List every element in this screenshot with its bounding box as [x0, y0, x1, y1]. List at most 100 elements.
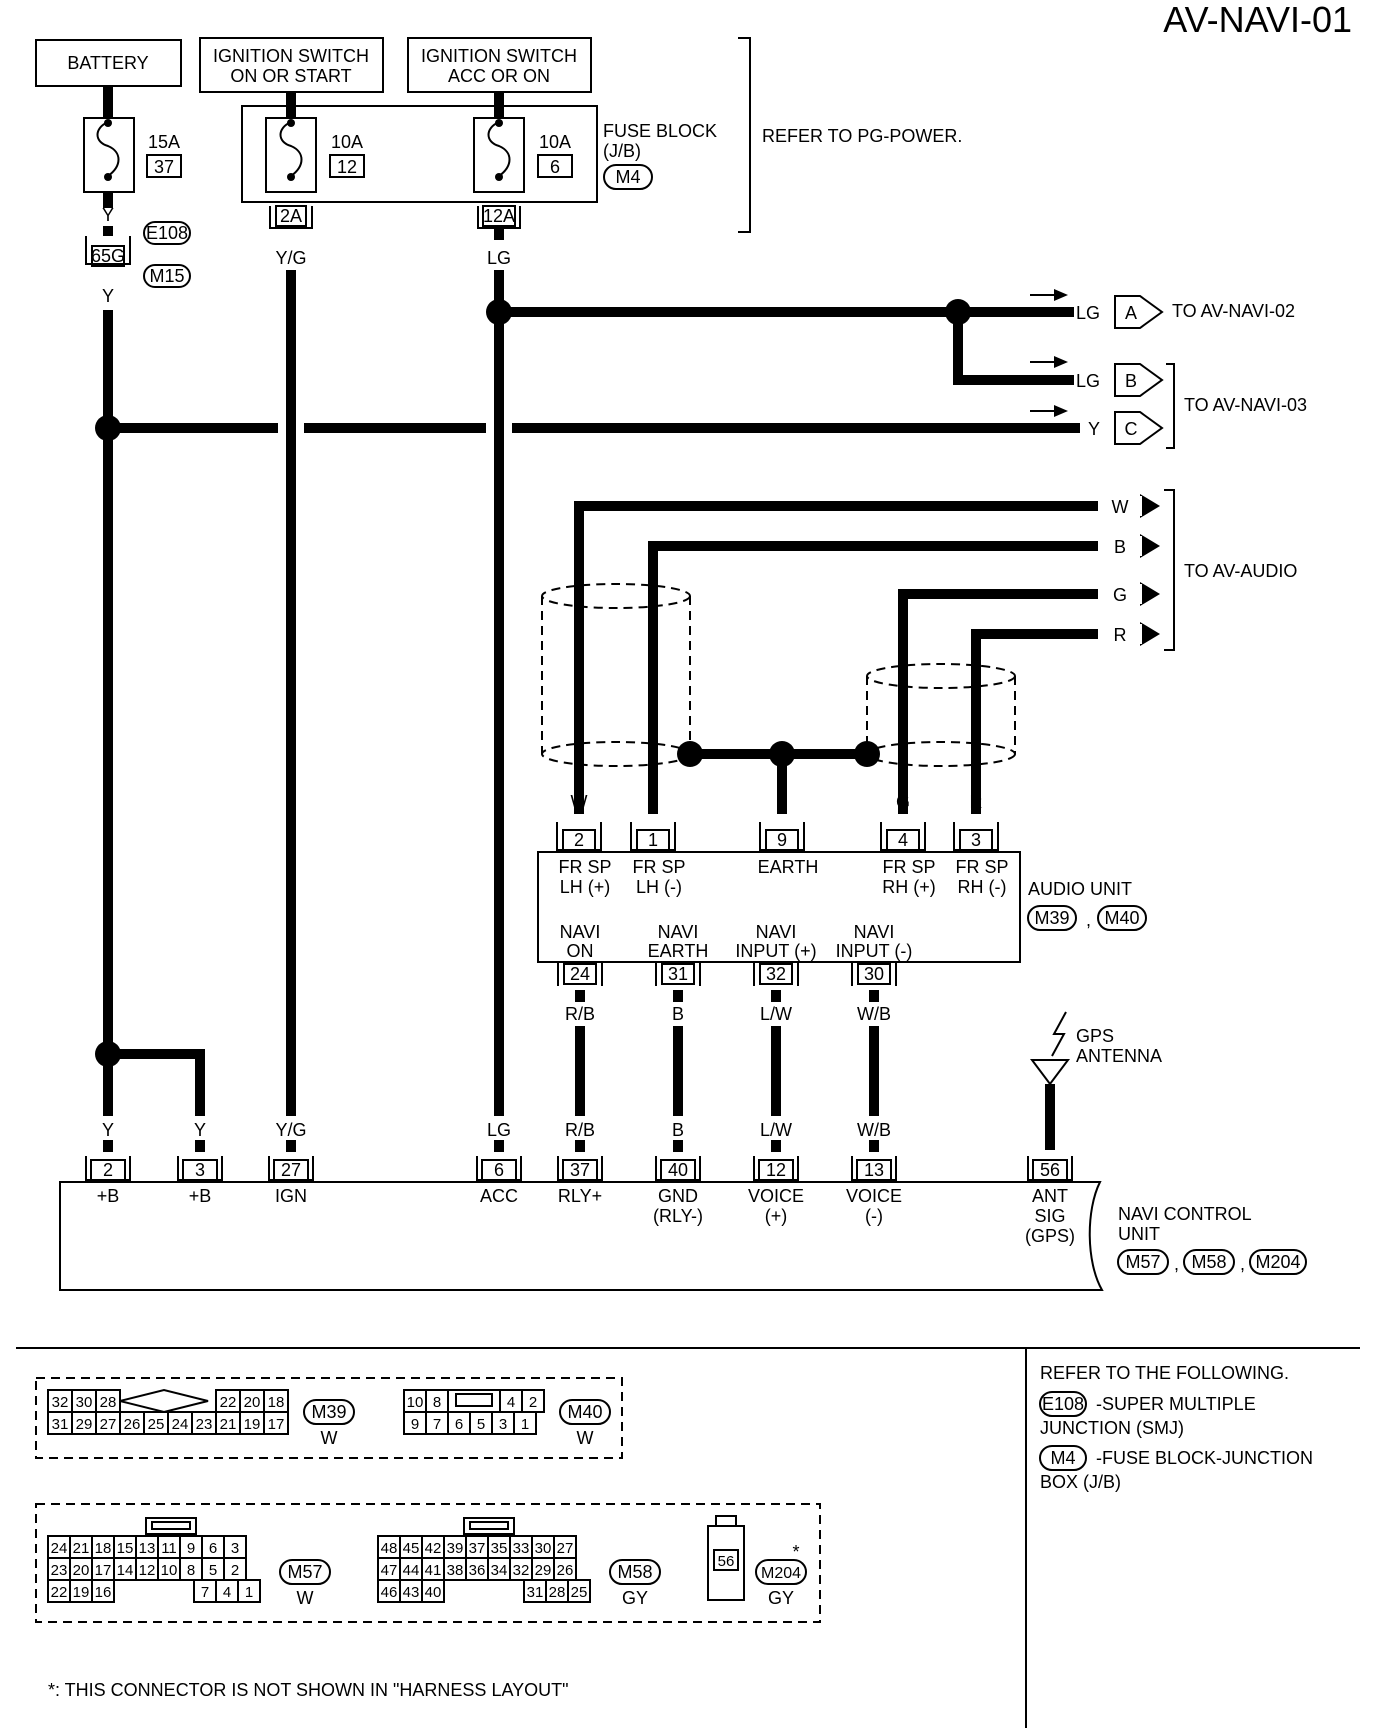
audio-bottom-pin-name: EARTH: [648, 941, 709, 961]
m39-name: M39: [311, 1402, 346, 1422]
gps-antenna-line1: GPS: [1076, 1026, 1114, 1046]
connector-pin: 28: [100, 1394, 117, 1411]
connector-pin: 20: [73, 1562, 90, 1579]
connector-pin: 30: [535, 1540, 552, 1557]
audio-top-pin-number: 2: [574, 830, 584, 850]
m40-name: M40: [567, 1402, 602, 1422]
junction-conn-top: E108: [146, 223, 188, 243]
connector-pin: 6: [455, 1416, 463, 1433]
navi-conn-m57: M57: [1125, 1252, 1160, 1272]
audio-top-pin-number: 3: [971, 830, 981, 850]
connector-pin: 26: [557, 1562, 574, 1579]
audio-bottom-pin-number: 32: [766, 964, 786, 984]
audio-bottom-wire-color: B: [672, 1004, 684, 1024]
navi-unit-name-line2: UNIT: [1118, 1224, 1160, 1244]
pin-12a-label: 12A: [483, 206, 515, 226]
navi-pin-number: 13: [864, 1160, 884, 1180]
fuse-37: 15A 37: [83, 117, 182, 193]
offpage-b: B: [1114, 363, 1164, 397]
ign-acc-on-line1: IGNITION SWITCH: [421, 46, 577, 66]
navi-pin-name: +B: [97, 1186, 120, 1206]
connector-pin: 24: [172, 1416, 189, 1433]
refer-m4-conn: M4: [1050, 1448, 1075, 1468]
connector-pin: 36: [469, 1562, 486, 1579]
ign-acc-on-line2: ACC OR ON: [448, 66, 550, 86]
connector-pin: 23: [196, 1416, 213, 1433]
fuse-block-line1: FUSE BLOCK: [603, 121, 717, 141]
audio-arrowheads: [1138, 494, 1160, 646]
navi-pin-number: 37: [570, 1160, 590, 1180]
wire-audio-r: [971, 629, 1108, 814]
audio-top-pin-number: 1: [648, 830, 658, 850]
connector-pin: 31: [527, 1584, 544, 1601]
m58-name: M58: [617, 1562, 652, 1582]
connector-pin: 45: [403, 1540, 420, 1557]
to-av-navi-02: TO AV-NAVI-02: [1172, 301, 1295, 321]
offpage-c-letter: C: [1125, 419, 1138, 439]
refer-e108-conn: E108: [1042, 1394, 1084, 1414]
navi-wire-color: LG: [487, 1120, 511, 1140]
connector-pin: 18: [268, 1394, 285, 1411]
audio-unit-connectors: M39 , M40: [1027, 905, 1147, 931]
navi-pin-number: 40: [668, 1160, 688, 1180]
shield-left: [541, 583, 691, 767]
comma: ,: [1240, 1254, 1245, 1274]
navi-unit-connectors: M57 , M58 , M204: [1117, 1249, 1307, 1275]
m57-color: W: [297, 1588, 314, 1608]
refer-title: REFER TO THE FOLLOWING.: [1040, 1363, 1289, 1383]
connector-group-audio: [35, 1377, 623, 1459]
ign-on-start-line1: IGNITION SWITCH: [213, 46, 369, 66]
connector-pin: 12: [139, 1562, 156, 1579]
navi-pin-name: (RLY-): [653, 1206, 703, 1226]
refer-item-m4: M4 -FUSE BLOCK-JUNCTION BOX (J/B): [1039, 1445, 1313, 1492]
navi-pin-number: 3: [195, 1160, 205, 1180]
audio-bottom-pin-name: NAVI: [658, 922, 699, 942]
audio-bottom-pin-name: INPUT (-): [836, 941, 913, 961]
fuse-block-connector: M4: [615, 167, 640, 187]
connector-pin: 29: [76, 1416, 93, 1433]
m40-color: W: [577, 1428, 594, 1448]
navi-wire-color: Y: [194, 1120, 206, 1140]
m204-color: GY: [768, 1588, 794, 1608]
fuse-12: 10A 12: [265, 117, 365, 193]
connector-pin: 2: [529, 1394, 537, 1411]
connector-pin: 14: [117, 1562, 134, 1579]
connector-pin: 21: [220, 1416, 237, 1433]
wire-color-audio-w: W: [1112, 497, 1129, 517]
comma: ,: [1086, 910, 1091, 930]
navi-wire-color: B: [672, 1120, 684, 1140]
audio-top-pin-name: EARTH: [758, 857, 819, 877]
connector-pin: 5: [477, 1416, 485, 1433]
wire-color-audio-r: R: [1114, 625, 1127, 645]
connector-pin: 46: [381, 1584, 398, 1601]
audio-top-pin-name: RH (+): [882, 877, 936, 897]
refer-m4-line1: -FUSE BLOCK-JUNCTION: [1096, 1448, 1313, 1468]
connector-pin: 43: [403, 1584, 420, 1601]
connector-pin: 4: [223, 1584, 231, 1601]
junction-conn-bottom: M15: [149, 266, 184, 286]
connector-pin: 18: [95, 1540, 112, 1557]
audio-conn-m40: M40: [1104, 908, 1139, 928]
offpage-b-letter: B: [1125, 371, 1137, 391]
connector-pin: 15: [117, 1540, 134, 1557]
audio-bottom-wire-color: L/W: [760, 1004, 792, 1024]
connector-pin: 17: [95, 1562, 112, 1579]
refer-m4-line2: BOX (J/B): [1040, 1472, 1121, 1492]
navi-pin-name: ANT: [1032, 1186, 1068, 1206]
connector-pin: 27: [100, 1416, 117, 1433]
battery-box: BATTERY: [35, 39, 182, 87]
fuse-6-num: 6: [550, 157, 560, 177]
refer-e108-line2: JUNCTION (SMJ): [1040, 1418, 1184, 1438]
audio-top-pin-name: LH (-): [636, 877, 682, 897]
audio-unit-name: AUDIO UNIT: [1028, 879, 1132, 899]
navi-pin-number: 6: [494, 1160, 504, 1180]
audio-bottom-pin-name: NAVI: [560, 922, 601, 942]
audio-bottom-pin-name: NAVI: [756, 922, 797, 942]
navi-pin-number: 12: [766, 1160, 786, 1180]
connector-pin: 9: [411, 1416, 419, 1433]
battery-label: BATTERY: [67, 53, 148, 73]
